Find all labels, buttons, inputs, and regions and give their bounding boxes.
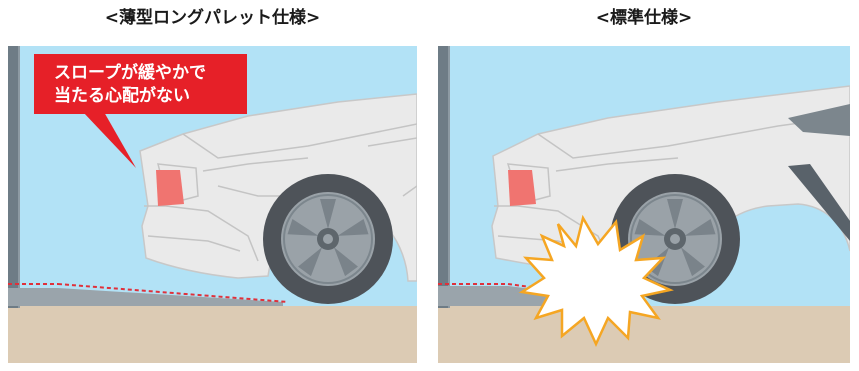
callout-line-2: 当たる心配がない	[54, 86, 190, 106]
left-panel-title: <薄型ロングパレット仕様>	[104, 8, 321, 28]
standard-pallet-illustration	[438, 46, 850, 363]
callout-bubble	[34, 54, 247, 168]
thin-pallet-illustration	[8, 46, 417, 363]
side-air-intake	[788, 164, 850, 241]
tail-light	[156, 170, 184, 206]
car-body	[139, 93, 417, 282]
callout-text: スロープが緩やかで 当たる心配がない	[54, 62, 249, 108]
ground	[8, 306, 417, 363]
side-window	[788, 104, 850, 136]
pallet-ramp	[8, 288, 283, 306]
tail-light	[508, 170, 536, 206]
callout-line-1: スロープが緩やかで	[54, 63, 206, 83]
pillar	[438, 46, 448, 308]
impact-burst	[518, 214, 674, 347]
wheel	[263, 174, 393, 304]
pillar	[8, 46, 18, 308]
right-panel-title: <標準仕様>	[595, 8, 693, 28]
